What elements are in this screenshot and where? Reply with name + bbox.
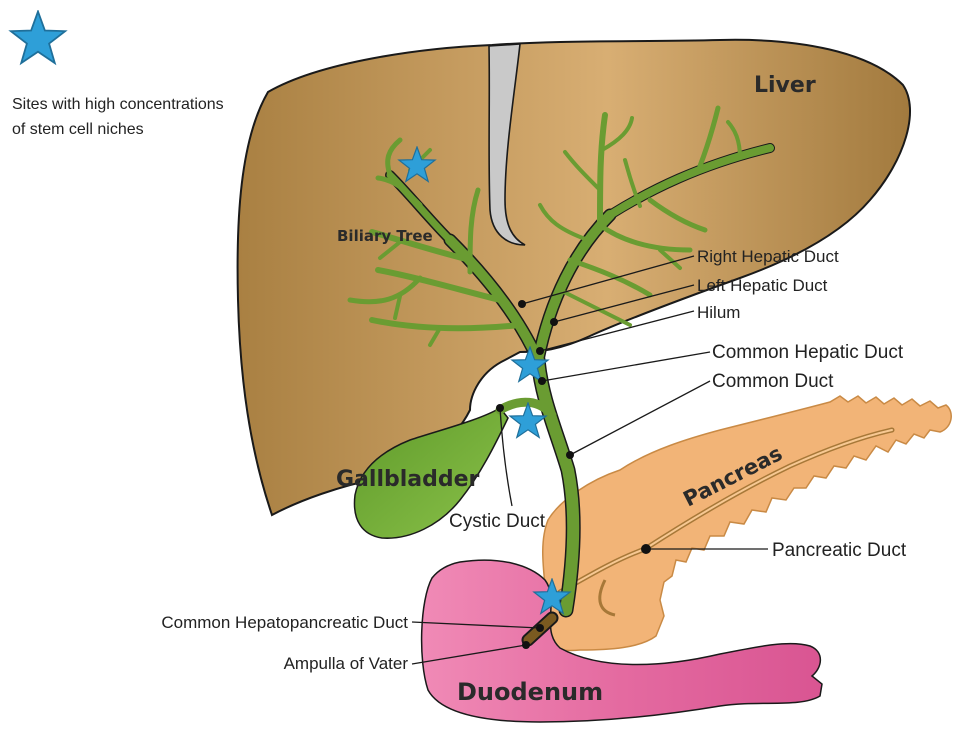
- duodenum-label: Duodenum: [457, 678, 603, 706]
- pancreas-shape: [539, 396, 952, 651]
- common-hepatic-duct-label: Common Hepatic Duct: [712, 342, 904, 363]
- biliary-tree-label: Biliary Tree: [337, 227, 433, 245]
- left-hepatic-duct-label: Left Hepatic Duct: [697, 276, 828, 295]
- legend-text-line2: of stem cell niches: [12, 121, 144, 138]
- gallbladder-label: Gallbladder: [336, 467, 480, 492]
- common-duct-label: Common Duct: [712, 371, 834, 392]
- star-icon: [11, 12, 65, 64]
- common-hepatopancreatic-duct-label: Common Hepatopancreatic Duct: [161, 613, 408, 632]
- liver-label: Liver: [754, 73, 816, 98]
- cystic-duct-label: Cystic Duct: [449, 511, 546, 532]
- hilum-label: Hilum: [697, 303, 740, 322]
- legend-text-line1: Sites with high concentrations: [12, 96, 224, 113]
- right-hepatic-duct-label: Right Hepatic Duct: [697, 247, 839, 266]
- pancreatic-duct-label: Pancreatic Duct: [772, 540, 907, 561]
- ampulla-of-vater-label: Ampulla of Vater: [284, 654, 409, 673]
- pancreas: [539, 396, 952, 651]
- legend: Sites with high concentrations of stem c…: [11, 12, 224, 139]
